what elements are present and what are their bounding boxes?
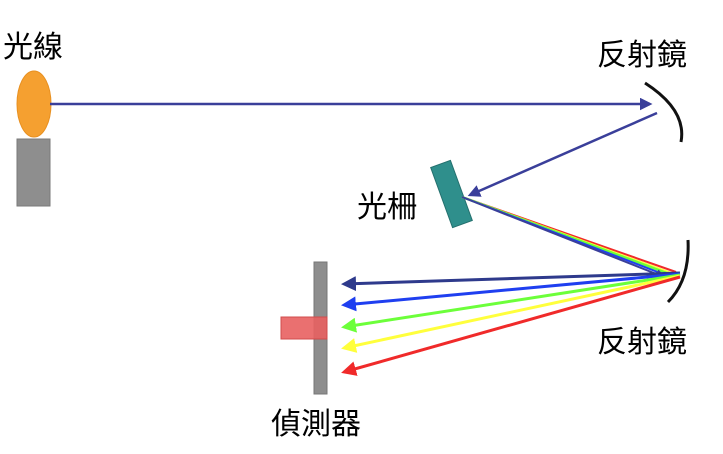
grating [430, 159, 473, 229]
label-mirror-top: 反射鏡 [597, 38, 687, 73]
ray-1 [341, 271, 681, 292]
label-detector: 偵測器 [271, 407, 361, 442]
reflected-beam-to-grating [467, 111, 658, 197]
detector-slit [280, 316, 328, 340]
diffracted-spectrum [461, 195, 677, 279]
bottom-mirror [666, 239, 690, 304]
label-mirror-bottom: 反射鏡 [597, 325, 687, 360]
label-light-source: 光線 [3, 30, 63, 65]
label-grating: 光柵 [357, 190, 417, 225]
detector [280, 261, 328, 395]
light-source-flame [16, 70, 52, 138]
ray-5 [341, 275, 681, 376]
ray-2 [341, 272, 681, 312]
top-mirror [644, 81, 684, 143]
reflected-spectrum [341, 271, 681, 376]
light-source [16, 70, 52, 207]
light-source-base [16, 138, 51, 207]
ray-3 [341, 273, 681, 333]
ray-4 [341, 274, 681, 353]
